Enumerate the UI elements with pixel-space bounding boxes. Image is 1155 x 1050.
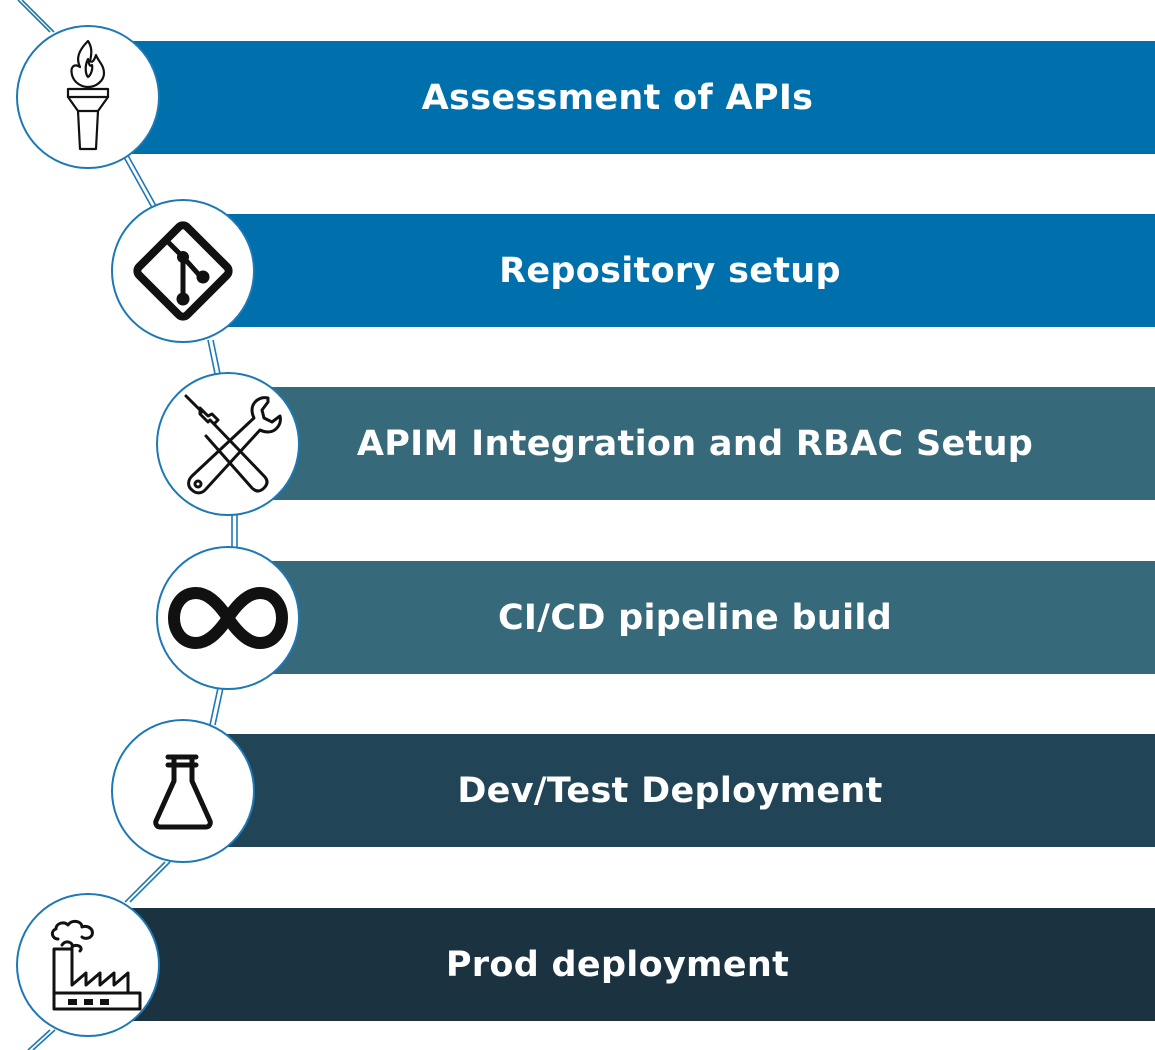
step-circle-cicd (156, 546, 300, 690)
step-label-apim: APIM Integration and RBAC Setup (356, 423, 1034, 464)
step-label-repository: Repository setup (499, 250, 841, 291)
step-bar-repository: Repository setup (185, 214, 1155, 327)
step-label-assessment: Assessment of APIs (421, 77, 814, 118)
step-bar-cicd: CI/CD pipeline build (235, 561, 1155, 674)
step-circle-repository (111, 199, 255, 343)
step-bar-apim: APIM Integration and RBAC Setup (235, 387, 1155, 500)
tools-icon (184, 394, 282, 495)
torch-icon (66, 39, 110, 151)
infinity-icon (168, 587, 288, 649)
step-label-prod: Prod deployment (445, 944, 790, 985)
step-circle-devtest (111, 719, 255, 863)
step-circle-assessment (16, 25, 160, 169)
step-bar-assessment: Assessment of APIs (80, 41, 1155, 154)
step-bar-devtest: Dev/Test Deployment (185, 734, 1155, 847)
step-bar-prod: Prod deployment (80, 908, 1155, 1021)
step-circle-apim (156, 372, 300, 516)
step-label-devtest: Dev/Test Deployment (457, 770, 883, 811)
flask-icon (153, 754, 213, 830)
git-icon (133, 221, 233, 321)
step-label-cicd: CI/CD pipeline build (497, 597, 893, 638)
factory-icon (50, 919, 142, 1011)
step-circle-prod (16, 893, 160, 1037)
